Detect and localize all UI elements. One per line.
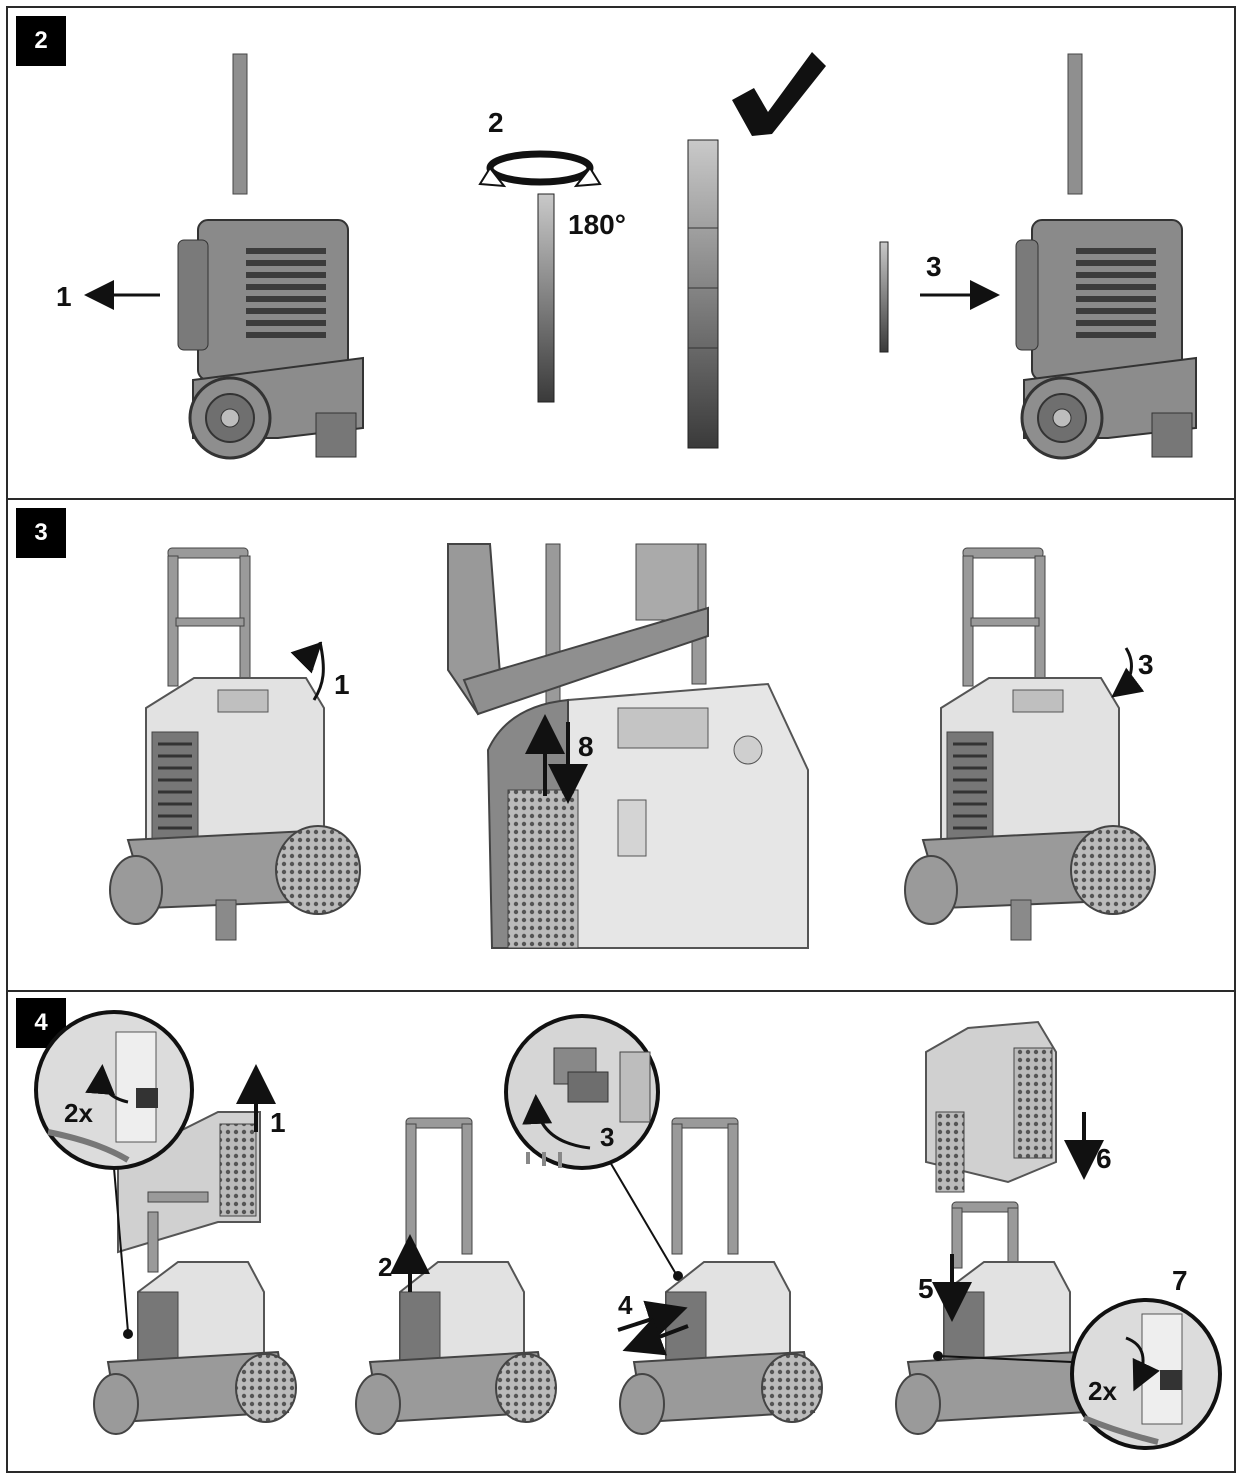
rotate-arrow-icon: [522, 1094, 591, 1150]
filter-ring-rotating: [537, 193, 555, 403]
panel-2: 2: [6, 6, 1236, 500]
zoom-pointer-line-a: [113, 1167, 129, 1333]
zoom-detail-latch-open: [34, 1010, 194, 1170]
rotate-down-arrow-icon: [1111, 647, 1145, 698]
panel-4-step-2-label: 2: [378, 1252, 392, 1282]
panel-4-step-1-label: 1: [270, 1107, 286, 1138]
panel-4-illustration: 2x 1 2: [34, 1010, 1222, 1450]
panel-2-number: 2: [16, 16, 66, 66]
panel-4-step-6-label: 6: [1096, 1143, 1112, 1174]
panel-4-step-7-label: 7: [1172, 1265, 1188, 1296]
panel-4-twice-b-label: 2x: [1088, 1376, 1117, 1406]
zoom-pointer-line-b: [609, 1161, 677, 1275]
zoom-pointer-dot-b: [673, 1271, 683, 1281]
device-closeup-open: [447, 543, 809, 949]
device-step-refit-cover: [895, 1020, 1090, 1435]
panel-3-illustration: 1 8: [109, 543, 1156, 949]
arrow-out-icon: [622, 1317, 689, 1356]
lift-arrow-icon: [85, 1064, 129, 1104]
zoom-pointer-dot-a: [123, 1329, 133, 1339]
zoom-pointer-line-c: [937, 1355, 1073, 1363]
panel-4-number: 4: [16, 998, 66, 1048]
panel-4-step-4-label: 4: [618, 1290, 633, 1320]
panel-2-illustration: 1 2 180° 3: [56, 52, 1197, 460]
zoom-detail-clip: [504, 1014, 660, 1170]
device-side-right: [1015, 53, 1197, 460]
zoom-pointer-dot-c: [933, 1351, 943, 1361]
filter-ring-small: [879, 241, 889, 353]
device-iso-right: [904, 547, 1156, 941]
lock-arrow-icon: [1125, 1336, 1160, 1392]
panel-4: 4: [6, 990, 1236, 1473]
rotation-degrees-label: 180°: [568, 209, 626, 240]
panel-4-step-5-label: 5: [918, 1273, 934, 1304]
device-step-lift-handle: [355, 1117, 557, 1435]
panel-3-step-8-label: 8: [578, 731, 594, 762]
rotate-up-arrow-icon: [290, 641, 323, 674]
panel-3: 3: [6, 498, 1236, 992]
filter-ring-correct: [687, 139, 719, 449]
panel-3-number: 3: [16, 508, 66, 558]
device-iso-left: [109, 547, 361, 941]
panel-3-step-3-label: 3: [1138, 649, 1154, 680]
panel-2-step-2-label: 2: [488, 107, 504, 138]
panel-2-step-3-label: 3: [926, 251, 942, 282]
rotate-180-icon: [478, 150, 602, 188]
panel-4-twice-a-label: 2x: [64, 1098, 93, 1128]
device-side-left: [177, 53, 364, 460]
panel-4-step-3-label: 3: [600, 1122, 614, 1152]
checkmark-icon: [732, 52, 826, 136]
device-step-slide-filter: [619, 1117, 823, 1435]
zoom-detail-latch-close: [1070, 1298, 1222, 1450]
panel-3-step-1-label: 1: [334, 669, 350, 700]
panel-2-step-1-label: 1: [56, 281, 72, 312]
